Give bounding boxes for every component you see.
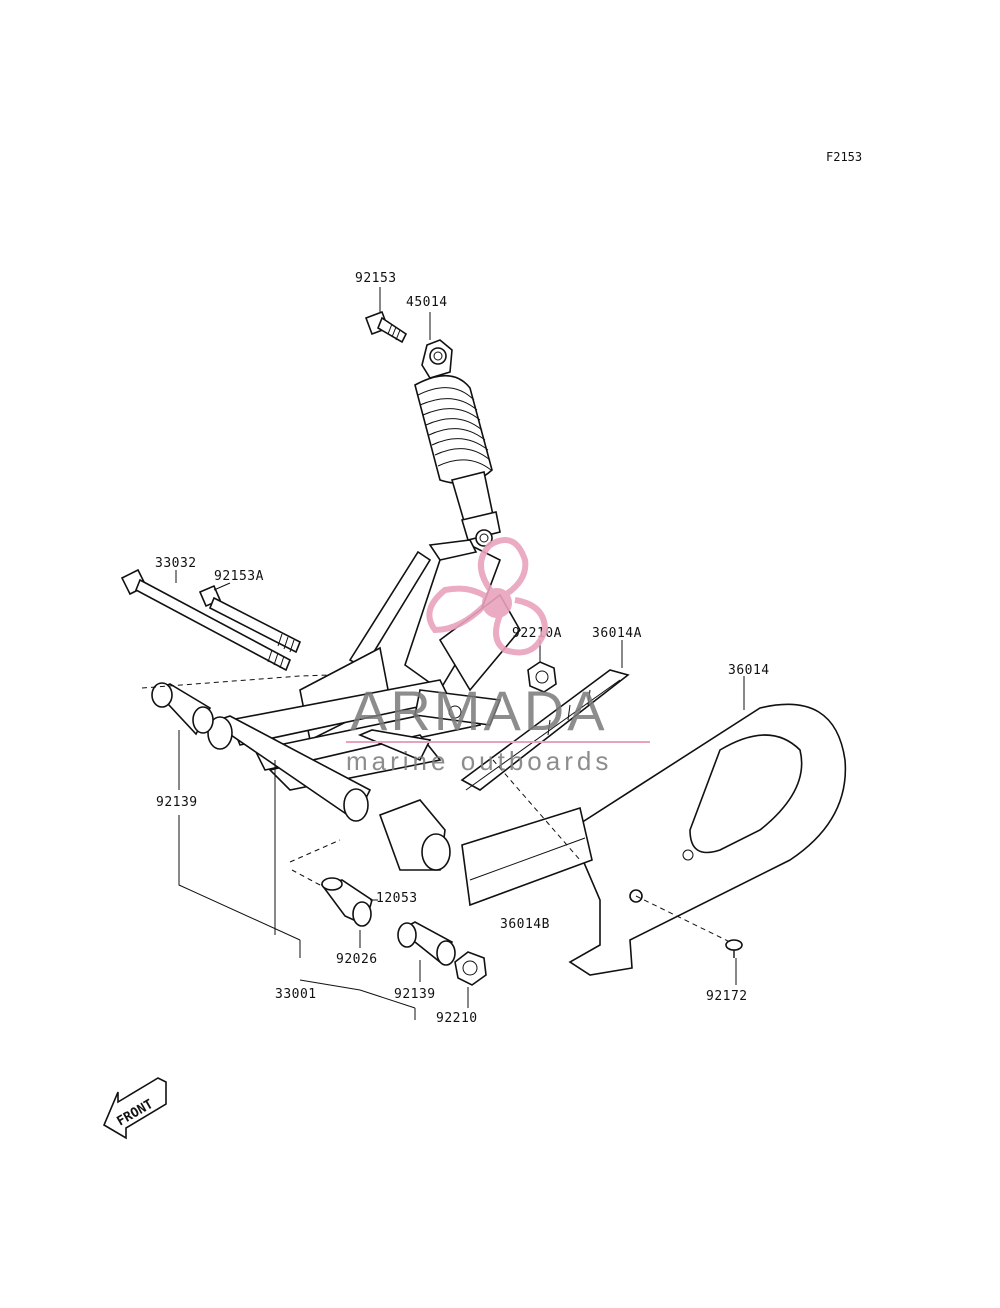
label-36014A: 36014A (592, 626, 642, 641)
nut-92210 (454, 951, 487, 986)
armada-watermark: ARMADA marine outboards (346, 537, 650, 776)
front-direction-arrow: FRONT (102, 1077, 167, 1140)
bolt-33032 (120, 568, 292, 672)
label-92026: 92026 (336, 952, 378, 967)
label-92172: 92172 (706, 989, 748, 1004)
label-92153A: 92153A (214, 569, 264, 584)
label-92210A: 92210A (512, 626, 562, 641)
label-45014: 45014 (406, 295, 448, 310)
bushing-92139-top (151, 682, 214, 736)
rubber-damper (378, 799, 451, 871)
label-33032: 33032 (155, 556, 197, 571)
watermark-tagline: marine outboards (346, 746, 612, 776)
label-92139-bottom: 92139 (394, 987, 436, 1002)
screw-92172 (725, 939, 743, 958)
label-12053: 12053 (376, 891, 418, 906)
label-92210: 92210 (436, 1011, 478, 1026)
figure-code: F2153 (826, 150, 862, 164)
bolt-92153 (364, 310, 408, 344)
label-92139-top: 92139 (156, 795, 198, 810)
shock-absorber (414, 339, 501, 547)
chain-guard-36014B (461, 806, 593, 907)
label-36014B: 36014B (500, 917, 550, 932)
chain-case-36014 (568, 703, 847, 976)
label-92153: 92153 (355, 271, 397, 286)
label-36014: 36014 (728, 663, 770, 678)
watermark-brand: ARMADA (350, 679, 608, 742)
bolt-92153A (198, 584, 302, 654)
bushing-92139-bottom (397, 921, 456, 966)
collar-12053 (320, 877, 373, 927)
propeller-logo-icon (426, 537, 549, 656)
label-33001: 33001 (275, 987, 317, 1002)
leader-lines (141, 287, 745, 1020)
chain-guide-36014A (460, 669, 630, 791)
